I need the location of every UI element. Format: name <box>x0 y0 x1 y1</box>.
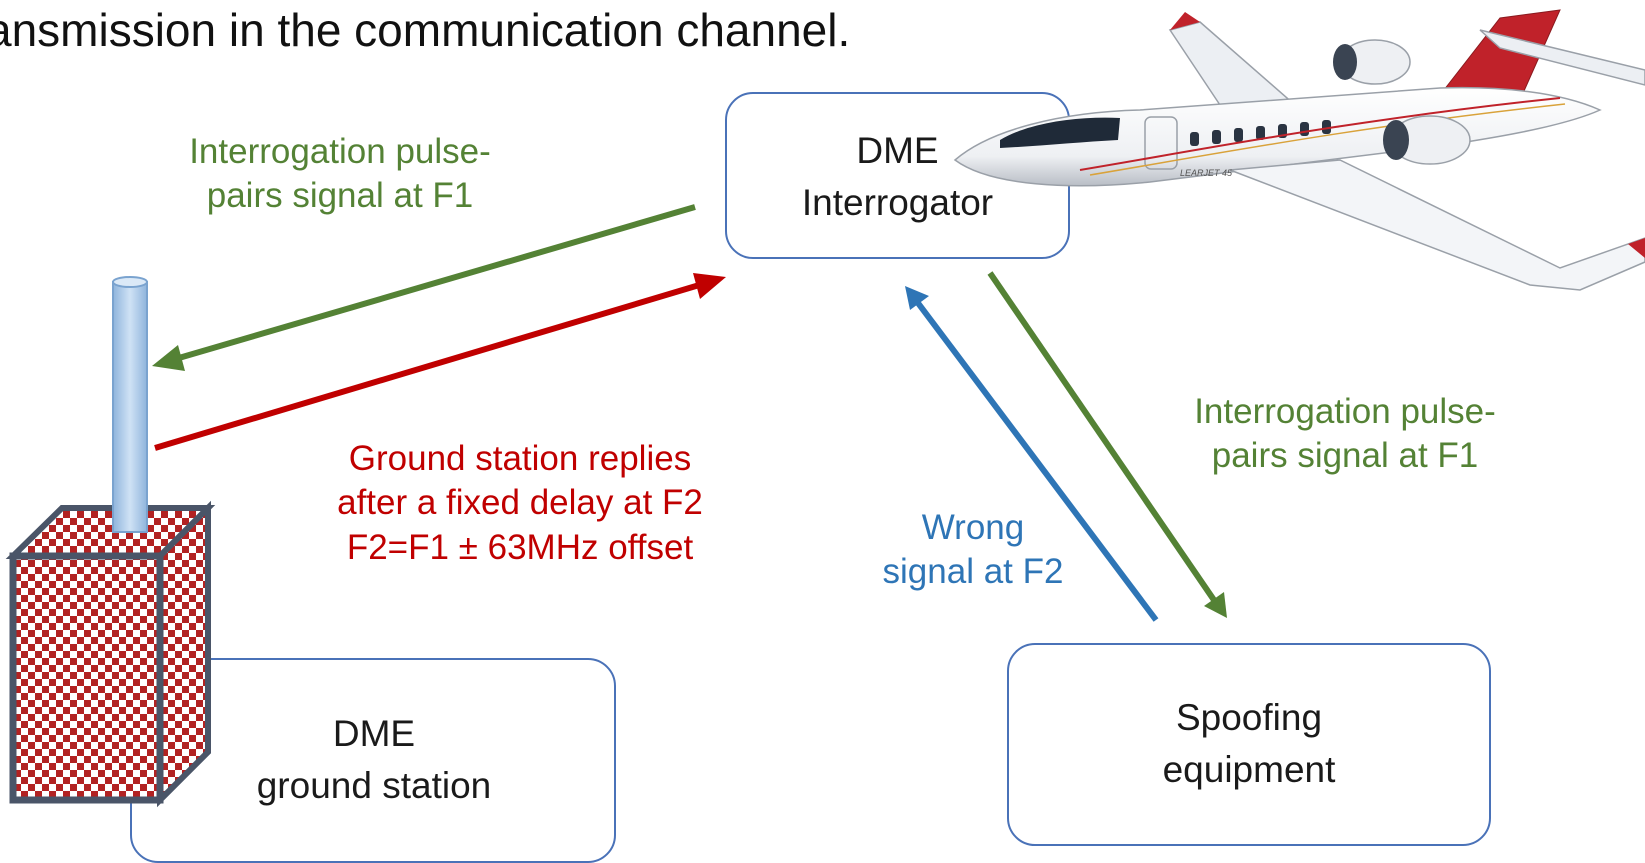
wrong-signal-line1: Wrong <box>921 508 1025 547</box>
aircraft-image: LEARJET 45 <box>953 9 1645 291</box>
dme-interrogator-line2: Interrogator <box>801 181 994 223</box>
ground-reply-line2: after a fixed delay at F2 <box>337 483 703 523</box>
ground-station-label: DME ground station <box>178 708 570 812</box>
ground-station-line2: ground station <box>256 764 492 806</box>
wrong-signal-label: Wrong signal at F2 <box>848 506 1098 594</box>
interrogation-label-right-line1: Interrogation pulse- <box>1194 392 1496 431</box>
ground-station-building <box>5 500 216 808</box>
ground-reply-line1: Ground station replies <box>348 439 692 478</box>
ground-reply-label: Ground station replies after a fixed del… <box>270 437 770 570</box>
spoofing-equipment-label: Spoofing equipment <box>1007 692 1491 796</box>
ground-station-line1: DME <box>332 713 416 754</box>
interrogation-label-right: Interrogation pulse- pairs signal at F1 <box>1145 390 1545 478</box>
arrow-interrogation-to-spoofer <box>987 271 1227 618</box>
interrogation-label-left-line2: pairs signal at F1 <box>206 175 474 215</box>
spoofing-equipment-box <box>1007 643 1491 846</box>
heading: ansmission in the communication channel. <box>0 4 851 56</box>
interrogation-label-right-line2: pairs signal at F1 <box>1211 435 1479 475</box>
antenna-pole <box>112 276 148 533</box>
arrow-interrogation-to-ground <box>152 204 696 371</box>
arrow-wrong-signal-to-interrogator <box>905 286 1159 622</box>
ground-reply-line3: F2=F1 ± 63MHz offset <box>346 527 694 567</box>
arrow-reply-to-interrogator <box>154 273 726 451</box>
dme-interrogator-line1: DME <box>856 130 939 171</box>
dme-interrogator-label: DME Interrogator <box>725 125 1070 229</box>
spoofing-equipment-line2: equipment <box>1162 748 1336 790</box>
interrogation-label-left: Interrogation pulse- pairs signal at F1 <box>140 130 540 218</box>
aircraft-marking: LEARJET 45 <box>1180 168 1233 178</box>
interrogation-label-left-line1: Interrogation pulse- <box>189 132 491 171</box>
spoofing-equipment-line1: Spoofing <box>1175 697 1323 738</box>
wrong-signal-line2: signal at F2 <box>882 551 1064 591</box>
